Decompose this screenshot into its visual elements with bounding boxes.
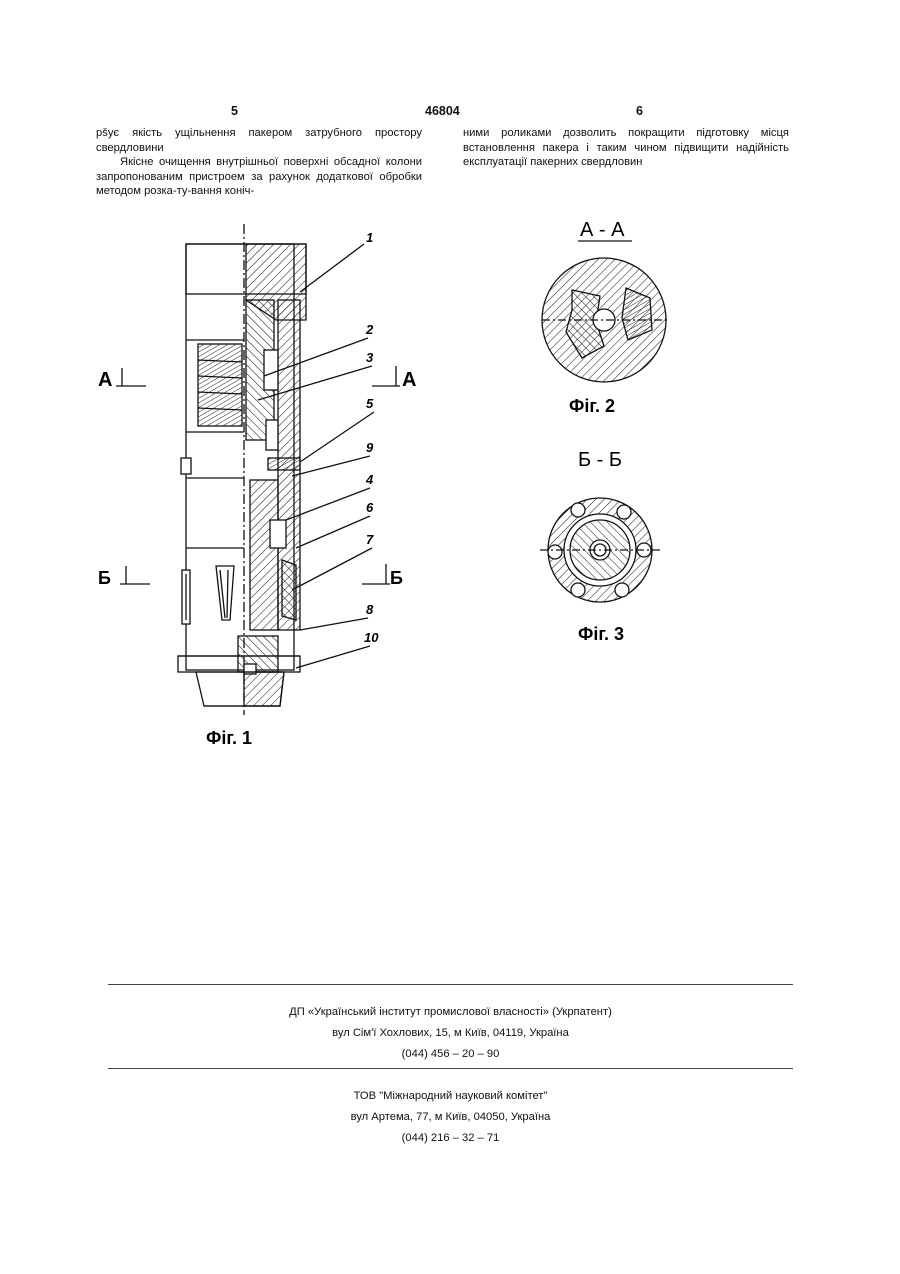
- part-number-label: 6: [366, 500, 374, 515]
- part-number-label: 7: [366, 532, 374, 547]
- part-number-label: 8: [366, 602, 374, 617]
- section-b-right-label: Б: [390, 568, 403, 588]
- part-number-label: 2: [365, 322, 374, 337]
- publisher-phone: (044) 456 – 20 – 90: [108, 1044, 793, 1065]
- figure-3-drawing: [540, 498, 662, 602]
- section-a-left-label: А: [98, 369, 112, 391]
- part-number-label: 1: [366, 230, 373, 245]
- figure-1-caption: Фiг. 1: [206, 728, 252, 748]
- part-number-label: 3: [366, 350, 374, 365]
- part-number-label: 4: [365, 472, 374, 487]
- figure-2-drawing: [542, 258, 670, 382]
- printer-name: ТОВ "Міжнародний науковий комітет": [108, 1086, 793, 1107]
- footer-divider: [108, 1068, 793, 1069]
- part-number-label: 5: [366, 396, 374, 411]
- section-a-right-label: А: [402, 369, 416, 391]
- figure-3-caption: Фiг. 3: [578, 624, 624, 644]
- figure-1-drawing: [116, 224, 400, 715]
- publisher-name: ДП «Український інститут промислової вла…: [108, 1002, 793, 1023]
- figure-2-caption: Фiг. 2: [569, 396, 615, 416]
- printer-address: вул Артема, 77, м Київ, 04050, Україна: [108, 1107, 793, 1128]
- figure-2-section-title: А - А: [580, 219, 625, 241]
- publisher-address: вул Сім'ї Хохлових, 15, м Київ, 04119, У…: [108, 1023, 793, 1044]
- section-b-left-label: Б: [98, 568, 111, 588]
- footer-printer: ТОВ "Міжнародний науковий комітет" вул А…: [108, 1086, 793, 1149]
- footer-publisher: ДП «Український інститут промислової вла…: [108, 1002, 793, 1065]
- printer-phone: (044) 216 – 32 – 71: [108, 1128, 793, 1149]
- part-number-label: 10: [364, 630, 379, 645]
- footer-divider: [108, 984, 793, 985]
- figure-3-section-title: Б - Б: [578, 449, 622, 471]
- part-number-label: 9: [366, 440, 374, 455]
